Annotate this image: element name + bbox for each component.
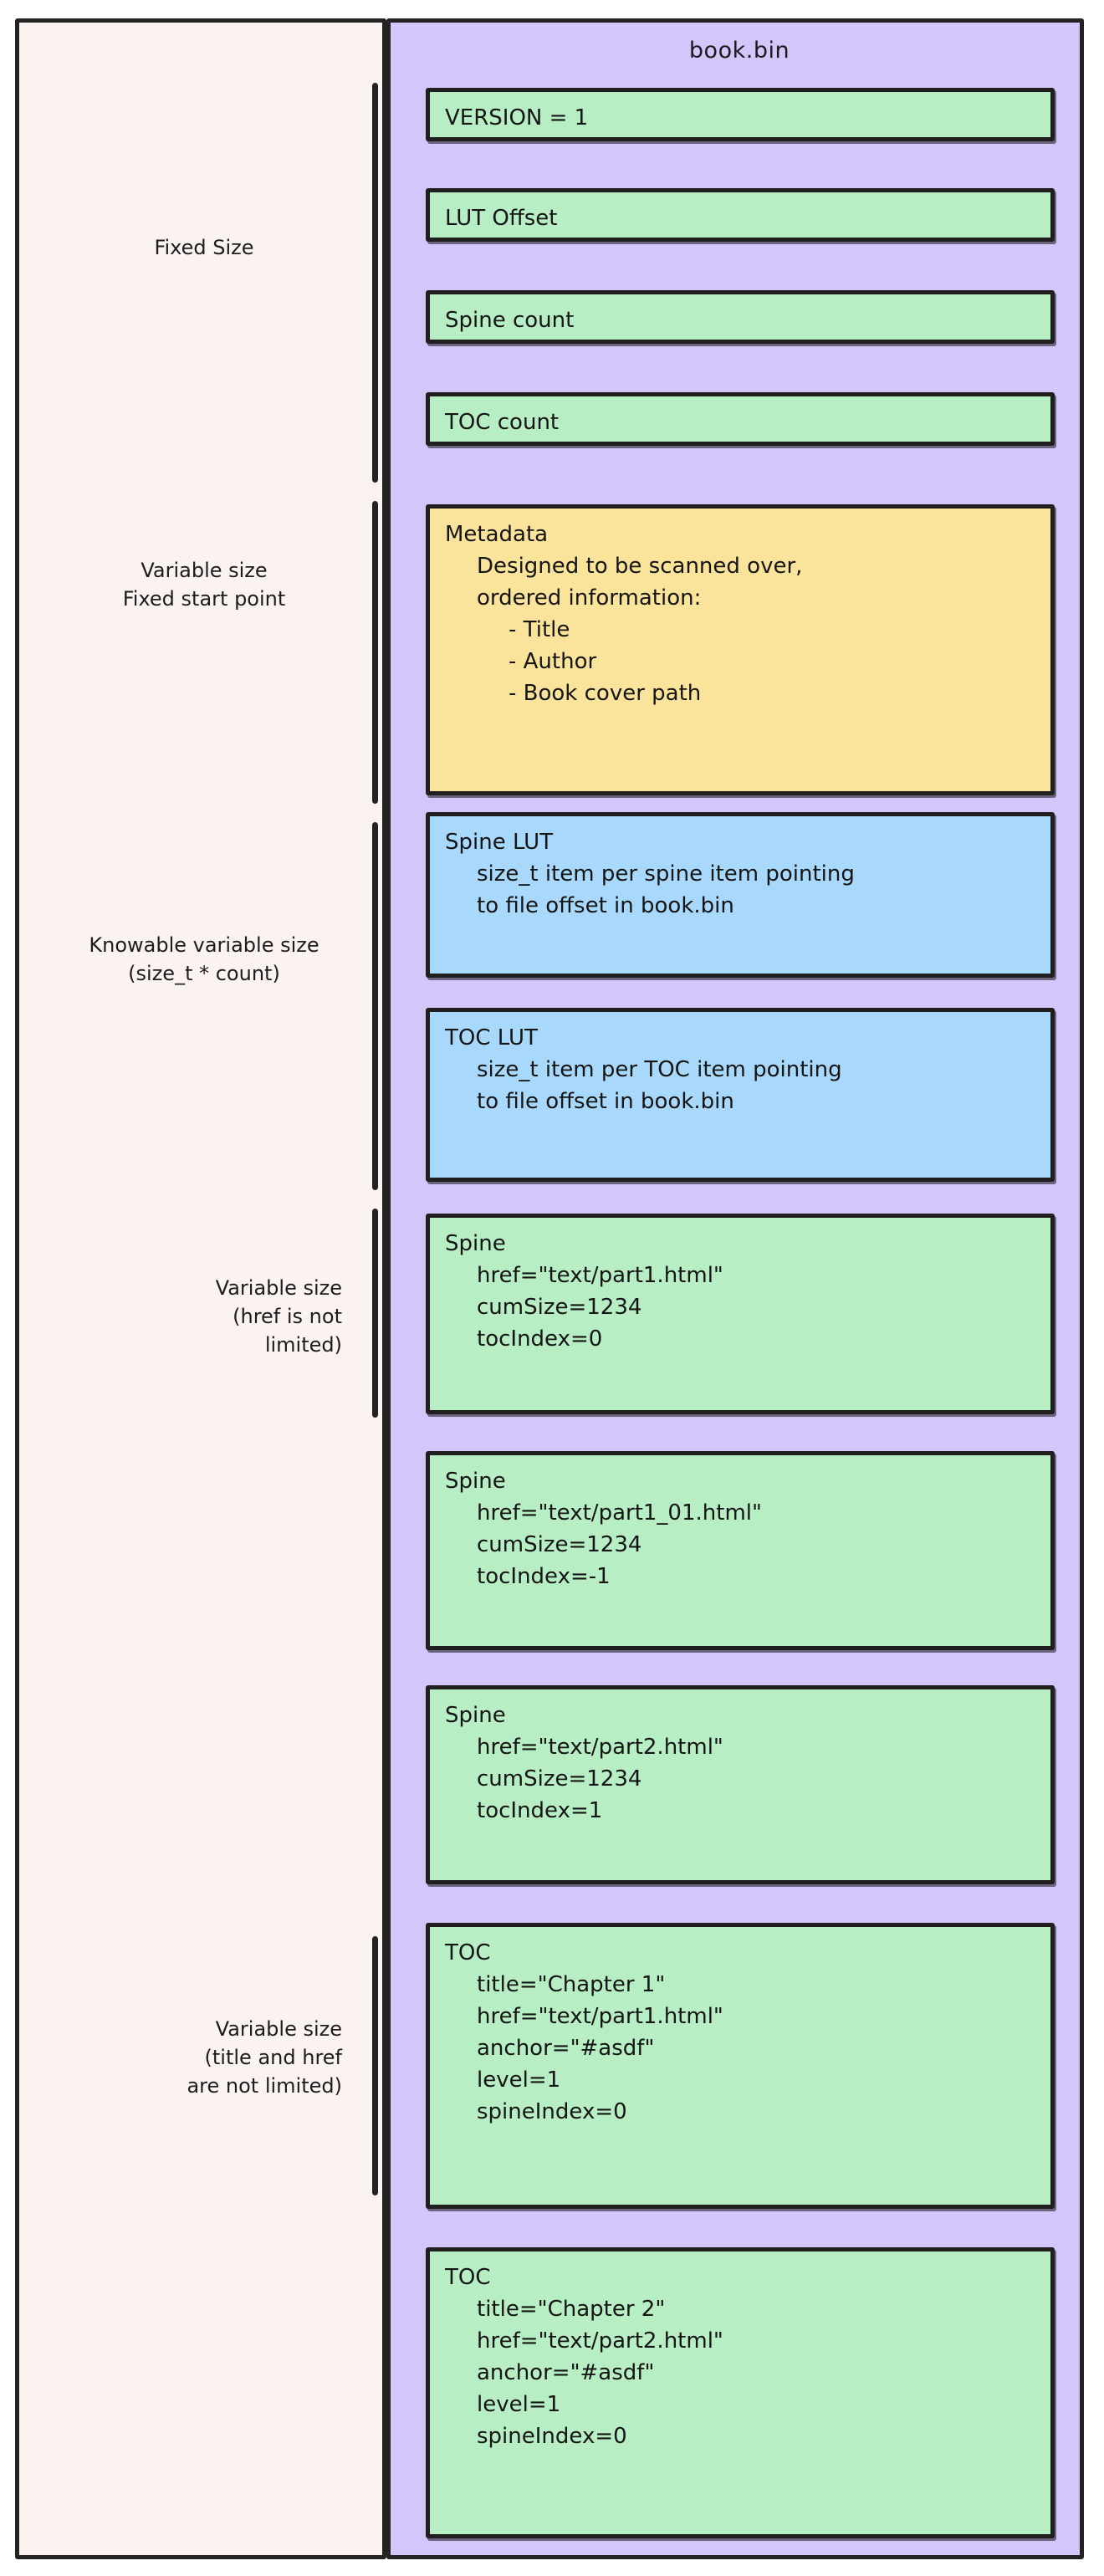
page-title: book.bin: [688, 38, 790, 64]
block-spine-1-line-3: tocIndex=0: [477, 1326, 603, 1352]
block-spine-2: Spine href="text/part1_01.html" cumSize=…: [426, 1451, 1055, 1650]
block-spine-count-line-0: Spine count: [445, 308, 575, 333]
block-spine-3-line-3: tocIndex=1: [477, 1798, 603, 1823]
block-spine-3-line-2: cumSize=1234: [477, 1766, 642, 1791]
bracket-fixed-size: [372, 83, 378, 483]
block-metadata: Metadata Designed to be scanned over, or…: [426, 504, 1055, 795]
block-metadata-line-5: - Book cover path: [509, 681, 702, 706]
block-toc-2-line-5: spineIndex=0: [477, 2424, 627, 2449]
block-toc-lut-line-0: TOC LUT: [445, 1025, 538, 1050]
block-toc-2-line-3: anchor="#asdf": [477, 2360, 655, 2385]
label-variable-size-href: Variable size (href is not limited): [215, 1276, 342, 1357]
block-version-line-0: VERSION = 1: [445, 105, 589, 130]
block-lut-offset-line-0: LUT Offset: [445, 206, 558, 231]
block-metadata-line-1: Designed to be scanned over,: [477, 554, 803, 579]
block-toc-2-line-4: level=1: [477, 2392, 561, 2417]
block-spine-lut-line-0: Spine LUT: [445, 830, 554, 855]
block-spine-count: Spine count: [426, 290, 1055, 344]
block-spine-lut: Spine LUT size_t item per spine item poi…: [426, 812, 1055, 978]
bracket-variable-title-href: [372, 1936, 378, 2195]
block-toc-count: TOC count: [426, 392, 1055, 446]
block-toc-lut-line-2: to file offset in book.bin: [477, 1089, 734, 1114]
block-spine-1-line-0: Spine: [445, 1231, 506, 1256]
diagram-frame: Fixed Size Variable size Fixed start poi…: [15, 18, 1084, 2559]
book-bin-container: book.bin VERSION = 1 LUT Offset Spine co…: [386, 18, 1084, 2559]
block-toc-2-line-1: title="Chapter 2": [477, 2297, 666, 2322]
block-spine-1-line-1: href="text/part1.html": [477, 1263, 723, 1288]
block-spine-2-line-0: Spine: [445, 1469, 506, 1494]
block-toc-1-line-1: title="Chapter 1": [477, 1972, 666, 1997]
block-toc-1-line-0: TOC: [445, 1940, 491, 1965]
block-spine-lut-line-1: size_t item per spine item pointing: [477, 861, 855, 887]
bracket-variable-href: [372, 1209, 378, 1418]
block-spine-3-line-0: Spine: [445, 1703, 506, 1728]
block-toc-count-line-0: TOC count: [445, 410, 560, 435]
block-toc-1-line-3: anchor="#asdf": [477, 2036, 655, 2061]
block-spine-lut-line-2: to file offset in book.bin: [477, 893, 734, 918]
block-spine-3: Spine href="text/part2.html" cumSize=123…: [426, 1685, 1055, 1884]
block-toc-2-line-2: href="text/part2.html": [477, 2328, 723, 2354]
block-metadata-line-0: Metadata: [445, 522, 549, 547]
block-version: VERSION = 1: [426, 88, 1055, 141]
bracket-variable-fixed-start: [372, 501, 378, 804]
block-spine-2-line-3: tocIndex=-1: [477, 1564, 611, 1589]
block-toc-lut: TOC LUT size_t item per TOC item pointin…: [426, 1008, 1055, 1182]
block-toc-1-line-4: level=1: [477, 2067, 561, 2093]
left-annotation-panel: Fixed Size Variable size Fixed start poi…: [15, 18, 386, 2559]
block-toc-1-line-5: spineIndex=0: [477, 2099, 627, 2124]
block-metadata-line-2: ordered information:: [477, 585, 702, 611]
block-toc-lut-line-1: size_t item per TOC item pointing: [477, 1057, 842, 1082]
block-toc-2-line-0: TOC: [445, 2265, 491, 2290]
label-variable-fixed-start: Variable size Fixed start point: [122, 559, 286, 611]
block-spine-2-line-1: href="text/part1_01.html": [477, 1500, 762, 1526]
block-metadata-line-3: - Title: [509, 617, 570, 642]
block-spine-1-line-2: cumSize=1234: [477, 1295, 642, 1320]
block-toc-2: TOC title="Chapter 2" href="text/part2.h…: [426, 2247, 1055, 2538]
label-knowable-variable-size: Knowable variable size (size_t * count): [89, 933, 319, 985]
label-fixed-size: Fixed Size: [154, 236, 254, 259]
block-toc-1-line-2: href="text/part1.html": [477, 2004, 723, 2029]
label-variable-size-title-href: Variable size (title and href are not li…: [187, 2017, 342, 2098]
block-spine-3-line-1: href="text/part2.html": [477, 1735, 723, 1760]
block-metadata-line-4: - Author: [509, 649, 597, 674]
block-toc-1: TOC title="Chapter 1" href="text/part1.h…: [426, 1923, 1055, 2209]
block-spine-1: Spine href="text/part1.html" cumSize=123…: [426, 1214, 1055, 1414]
block-lut-offset: LUT Offset: [426, 188, 1055, 242]
bracket-knowable-variable: [372, 822, 378, 1190]
block-spine-2-line-2: cumSize=1234: [477, 1532, 642, 1557]
